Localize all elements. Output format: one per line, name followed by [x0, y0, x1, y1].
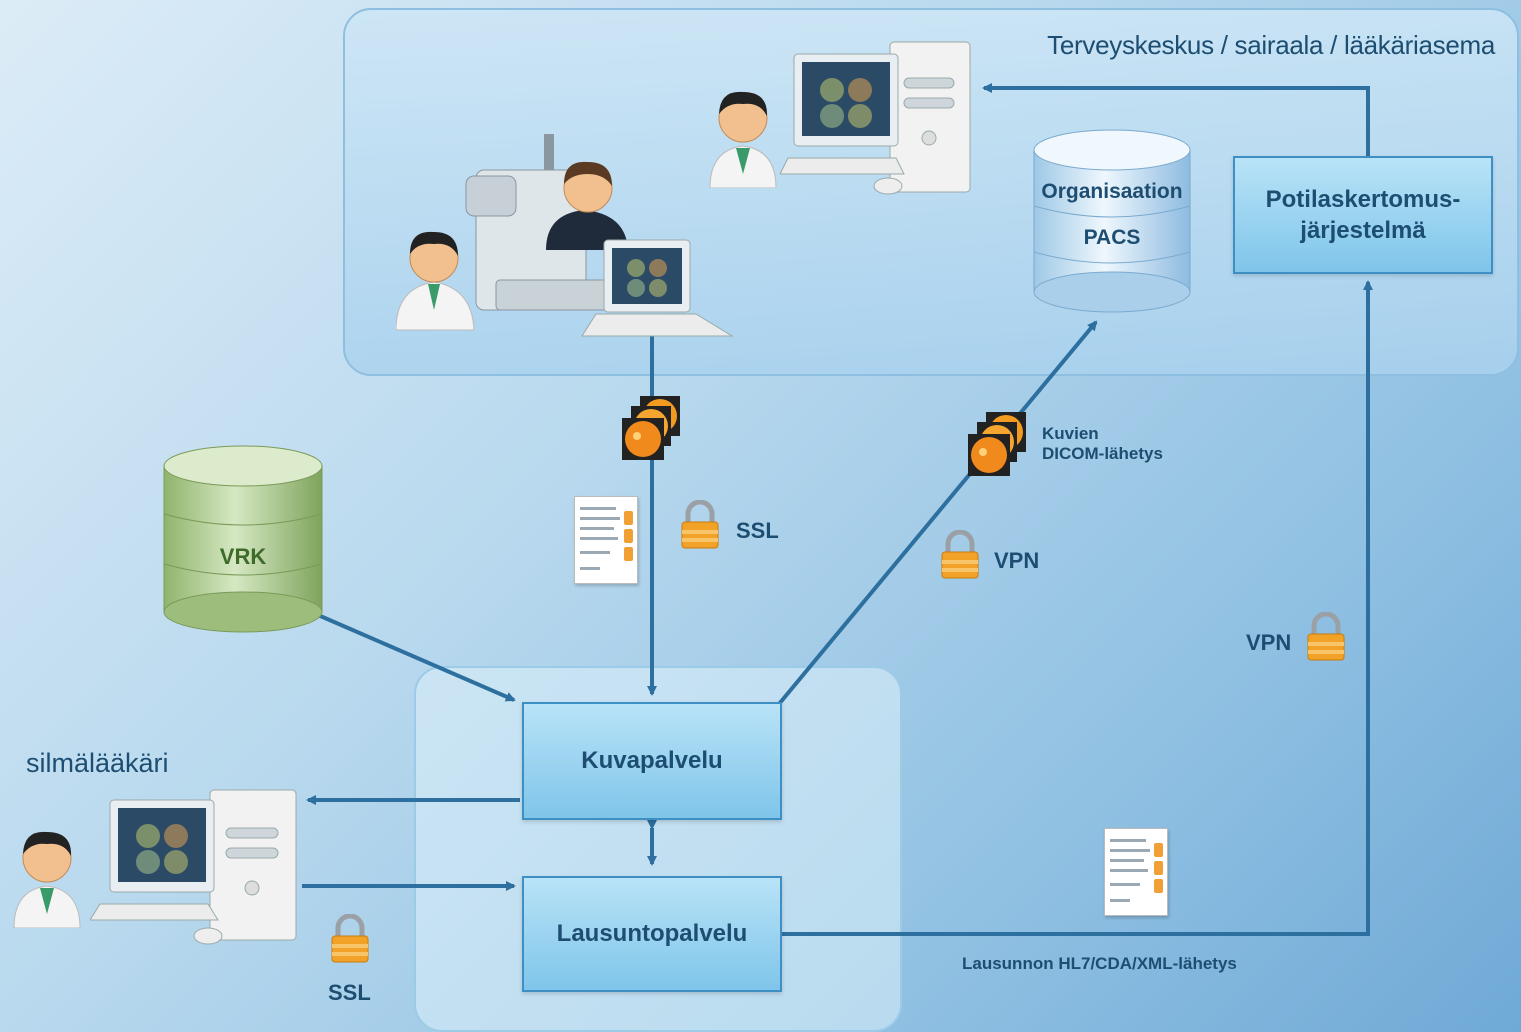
hl7-label: Lausunnon HL7/CDA/XML-lähetys [962, 954, 1237, 973]
lock-icon [331, 914, 369, 963]
pacs-database-icon: Organisaation PACS [1032, 128, 1192, 314]
dicom-images-icon [968, 412, 1026, 476]
fundus-camera-icon [396, 134, 734, 337]
arrow-kuvapalvelu-pacs [777, 320, 1098, 706]
pacs-label-line1: Organisaation [1041, 180, 1183, 203]
ophthalmologist-label: silmälääkäri [26, 748, 169, 778]
ssl-bottom-label: SSL [328, 980, 371, 1005]
vpn-right-label: VPN [1246, 630, 1292, 655]
vpn-mid-label: VPN [994, 548, 1040, 573]
arrow-potilas-computer [982, 83, 1370, 156]
lock-icon [941, 530, 979, 579]
kuvapalvelu-box: Kuvapalvelu [522, 702, 782, 820]
dicom-label-line2: DICOM-lähetys [1042, 444, 1163, 464]
ssl-top-label: SSL [736, 518, 779, 543]
dicom-label-line1: Kuvien [1042, 424, 1099, 443]
patient-record-box: Potilaskertomus- järjestelmä [1233, 156, 1493, 274]
clinic-title: Terveyskeskus / sairaala / lääkäriasema [1047, 30, 1495, 60]
dicom-label: Kuvien DICOM-lähetys [1042, 424, 1163, 465]
vrk-label: VRK [219, 544, 267, 569]
pacs-label-line2: PACS [1083, 226, 1141, 249]
pacs-cylinder [1033, 129, 1191, 313]
report-document-icon [574, 496, 638, 584]
vrk-cylinder [163, 445, 323, 633]
vrk-database-icon: VRK [162, 444, 324, 634]
arrow-vrk-kuvapalvelu [317, 613, 516, 702]
lock-icon [681, 500, 719, 549]
ophthalmologist-icon [13, 831, 81, 928]
patient-record-line1: Potilaskertomus- [1265, 185, 1461, 213]
patient-record-line2: järjestelmä [1300, 217, 1426, 244]
clinic-computer-icon [780, 41, 971, 195]
arrow-lausunto-potilas [780, 280, 1373, 936]
ophthalmologist-computer-icon [90, 789, 297, 945]
retina-images-icon [622, 396, 680, 460]
lock-icon [1307, 612, 1345, 661]
hl7-document-icon [1104, 828, 1168, 916]
doctor-icon [709, 91, 777, 188]
lausuntopalvelu-box: Lausuntopalvelu [522, 876, 782, 992]
